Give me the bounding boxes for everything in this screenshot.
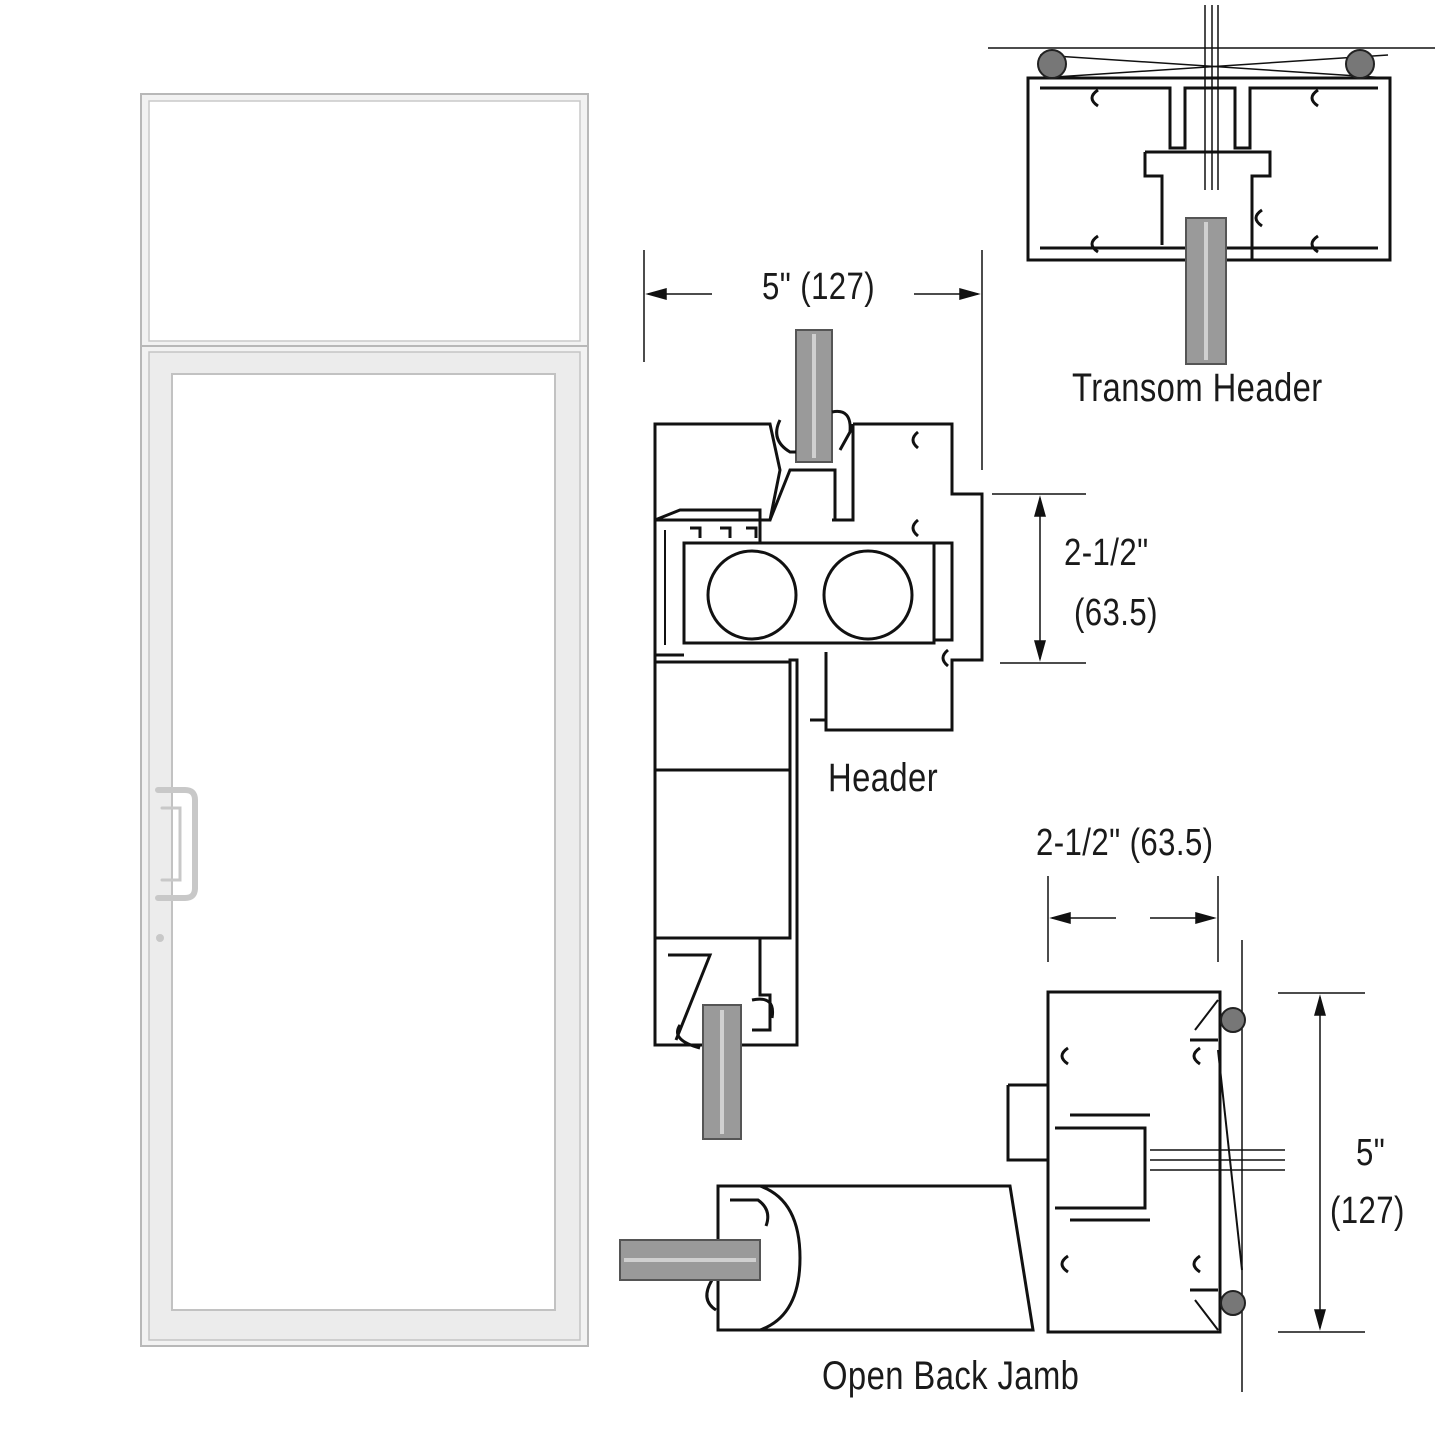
transom-header-title: Transom Header <box>1072 366 1323 410</box>
header-cavity <box>682 541 936 645</box>
jamb-depth-inch-label: 5" <box>1356 1132 1386 1174</box>
jamb-depth-mm-label: (127) <box>1330 1190 1405 1232</box>
door-glass <box>171 373 556 1311</box>
header-circle-left <box>706 549 798 641</box>
jamb-frame <box>1046 990 1222 1334</box>
jamb-door-stile <box>716 1184 1035 1332</box>
jamb-width-label: 2-1/2" (63.5) <box>1036 822 1214 864</box>
transom-header-section <box>988 5 1435 365</box>
transom-glass <box>148 100 581 342</box>
header-circle-right <box>822 549 914 641</box>
header-outer-frame <box>653 422 782 522</box>
jamb-section <box>619 940 1285 1392</box>
jamb-width-dimension <box>1047 876 1219 962</box>
header-height-dimension <box>992 493 1086 664</box>
jamb-depth-dimension <box>1278 992 1365 1333</box>
door-pull-handle-icon <box>155 787 198 901</box>
door-elevation <box>140 93 589 1347</box>
header-width-dimension <box>643 250 983 470</box>
header-width-label: 5" (127) <box>762 266 876 308</box>
header-section <box>653 329 984 1140</box>
header-height-inch-label: 2-1/2" <box>1064 532 1149 574</box>
header-height-mm-label: (63.5) <box>1074 592 1158 634</box>
door-lock-icon <box>156 934 164 942</box>
jamb-title: Open Back Jamb <box>822 1354 1080 1398</box>
header-title: Header <box>828 756 939 800</box>
